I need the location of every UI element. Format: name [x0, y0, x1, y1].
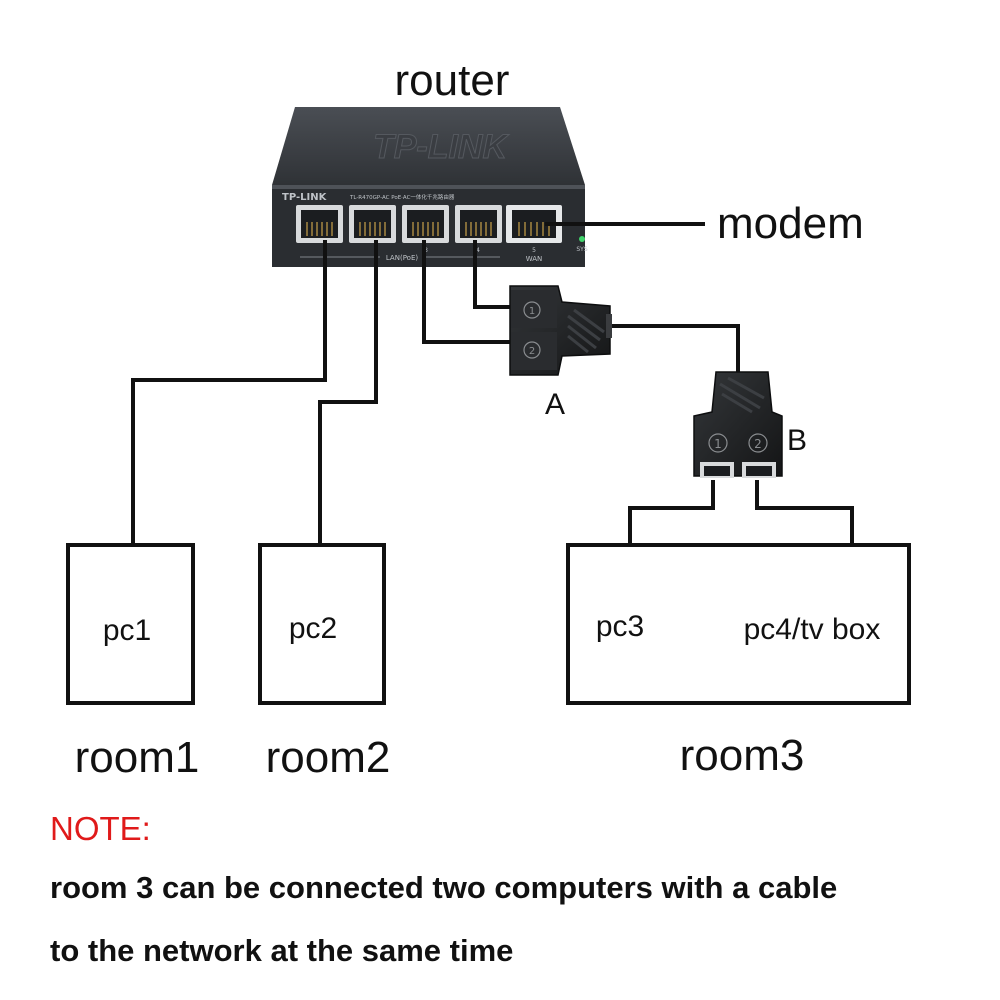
- port-number-3: 3: [424, 247, 428, 254]
- splitter-a-port2-marker: [523, 341, 541, 359]
- splitter-a-label: A: [545, 388, 565, 421]
- cable-splitter-b-to-pc3: [628, 480, 715, 545]
- lan-label: LAN(PoE): [386, 254, 418, 262]
- room2-label: room2: [266, 733, 391, 782]
- lan-port-4[interactable]: [455, 205, 502, 243]
- router-label: router: [395, 56, 510, 105]
- port-number-4: 4: [476, 247, 480, 254]
- wan-port-number: 5: [532, 247, 536, 254]
- pc4-tv-box-label: pc4/tv box: [744, 613, 881, 646]
- wan-label: WAN: [526, 255, 543, 263]
- cable-port3-to-splitter-a: [422, 240, 510, 344]
- splitter-b: 1 2: [693, 371, 783, 478]
- splitter-b-port1-marker: [708, 433, 728, 453]
- cable-splitter-b-to-pc4: [755, 480, 854, 545]
- router: TP-LINK TP-LINK TL-R470GP-AC PoE·AC一体化千兆…: [272, 107, 588, 267]
- modem-label: modem: [717, 199, 864, 248]
- room2-box: [258, 543, 386, 705]
- splitter-a-port2: 2: [529, 346, 535, 357]
- room1-box: [66, 543, 195, 705]
- cable-room1: [131, 240, 327, 545]
- lan-port-3[interactable]: [402, 205, 449, 243]
- splitter-a-grip: [567, 308, 605, 354]
- cable-room2: [318, 240, 378, 545]
- room3-box: [566, 543, 911, 705]
- router-model-label: TL-R470GP-AC PoE·AC一体化千兆路由器: [349, 193, 455, 201]
- pc3-label: pc3: [596, 610, 644, 643]
- router-top-panel: [272, 107, 585, 185]
- router-edge: [272, 185, 585, 189]
- cable-splitter-a-to-b: [605, 324, 740, 372]
- note-line-2: to the network at the same time: [50, 933, 514, 968]
- note-title: NOTE:: [50, 810, 151, 847]
- pc2-label: pc2: [289, 612, 337, 645]
- room3-label: room3: [680, 731, 805, 780]
- room1-label: room1: [75, 733, 200, 782]
- splitter-b-grip: [719, 376, 765, 414]
- splitter-a-socket-1: [511, 290, 557, 328]
- cable-port4-to-splitter-a: [473, 240, 510, 309]
- wan-port[interactable]: [506, 205, 562, 243]
- splitter-a-socket-2: [511, 332, 557, 370]
- router-brand-label: TP-LINK: [282, 192, 328, 203]
- splitter-a-plug: [606, 314, 612, 338]
- sys-led-icon: [579, 236, 585, 242]
- sys-label: SYS: [576, 246, 587, 253]
- splitter-b-label: B: [787, 424, 807, 457]
- splitter-b-port1: 1: [714, 437, 722, 451]
- splitter-a-port1: 1: [529, 306, 535, 317]
- splitter-a: 1 2: [509, 285, 612, 376]
- note-line-1: room 3 can be connected two computers wi…: [50, 870, 838, 905]
- router-embossed-logo: TP-LINK: [373, 128, 510, 166]
- splitter-b-port2: 2: [754, 437, 762, 451]
- splitter-b-body: [693, 371, 783, 477]
- lan-port-2[interactable]: [349, 205, 396, 243]
- pc1-label: pc1: [103, 614, 151, 647]
- lan-port-1[interactable]: [296, 205, 343, 243]
- splitter-b-port2-marker: [748, 433, 768, 453]
- splitter-a-port1-marker: [523, 301, 541, 319]
